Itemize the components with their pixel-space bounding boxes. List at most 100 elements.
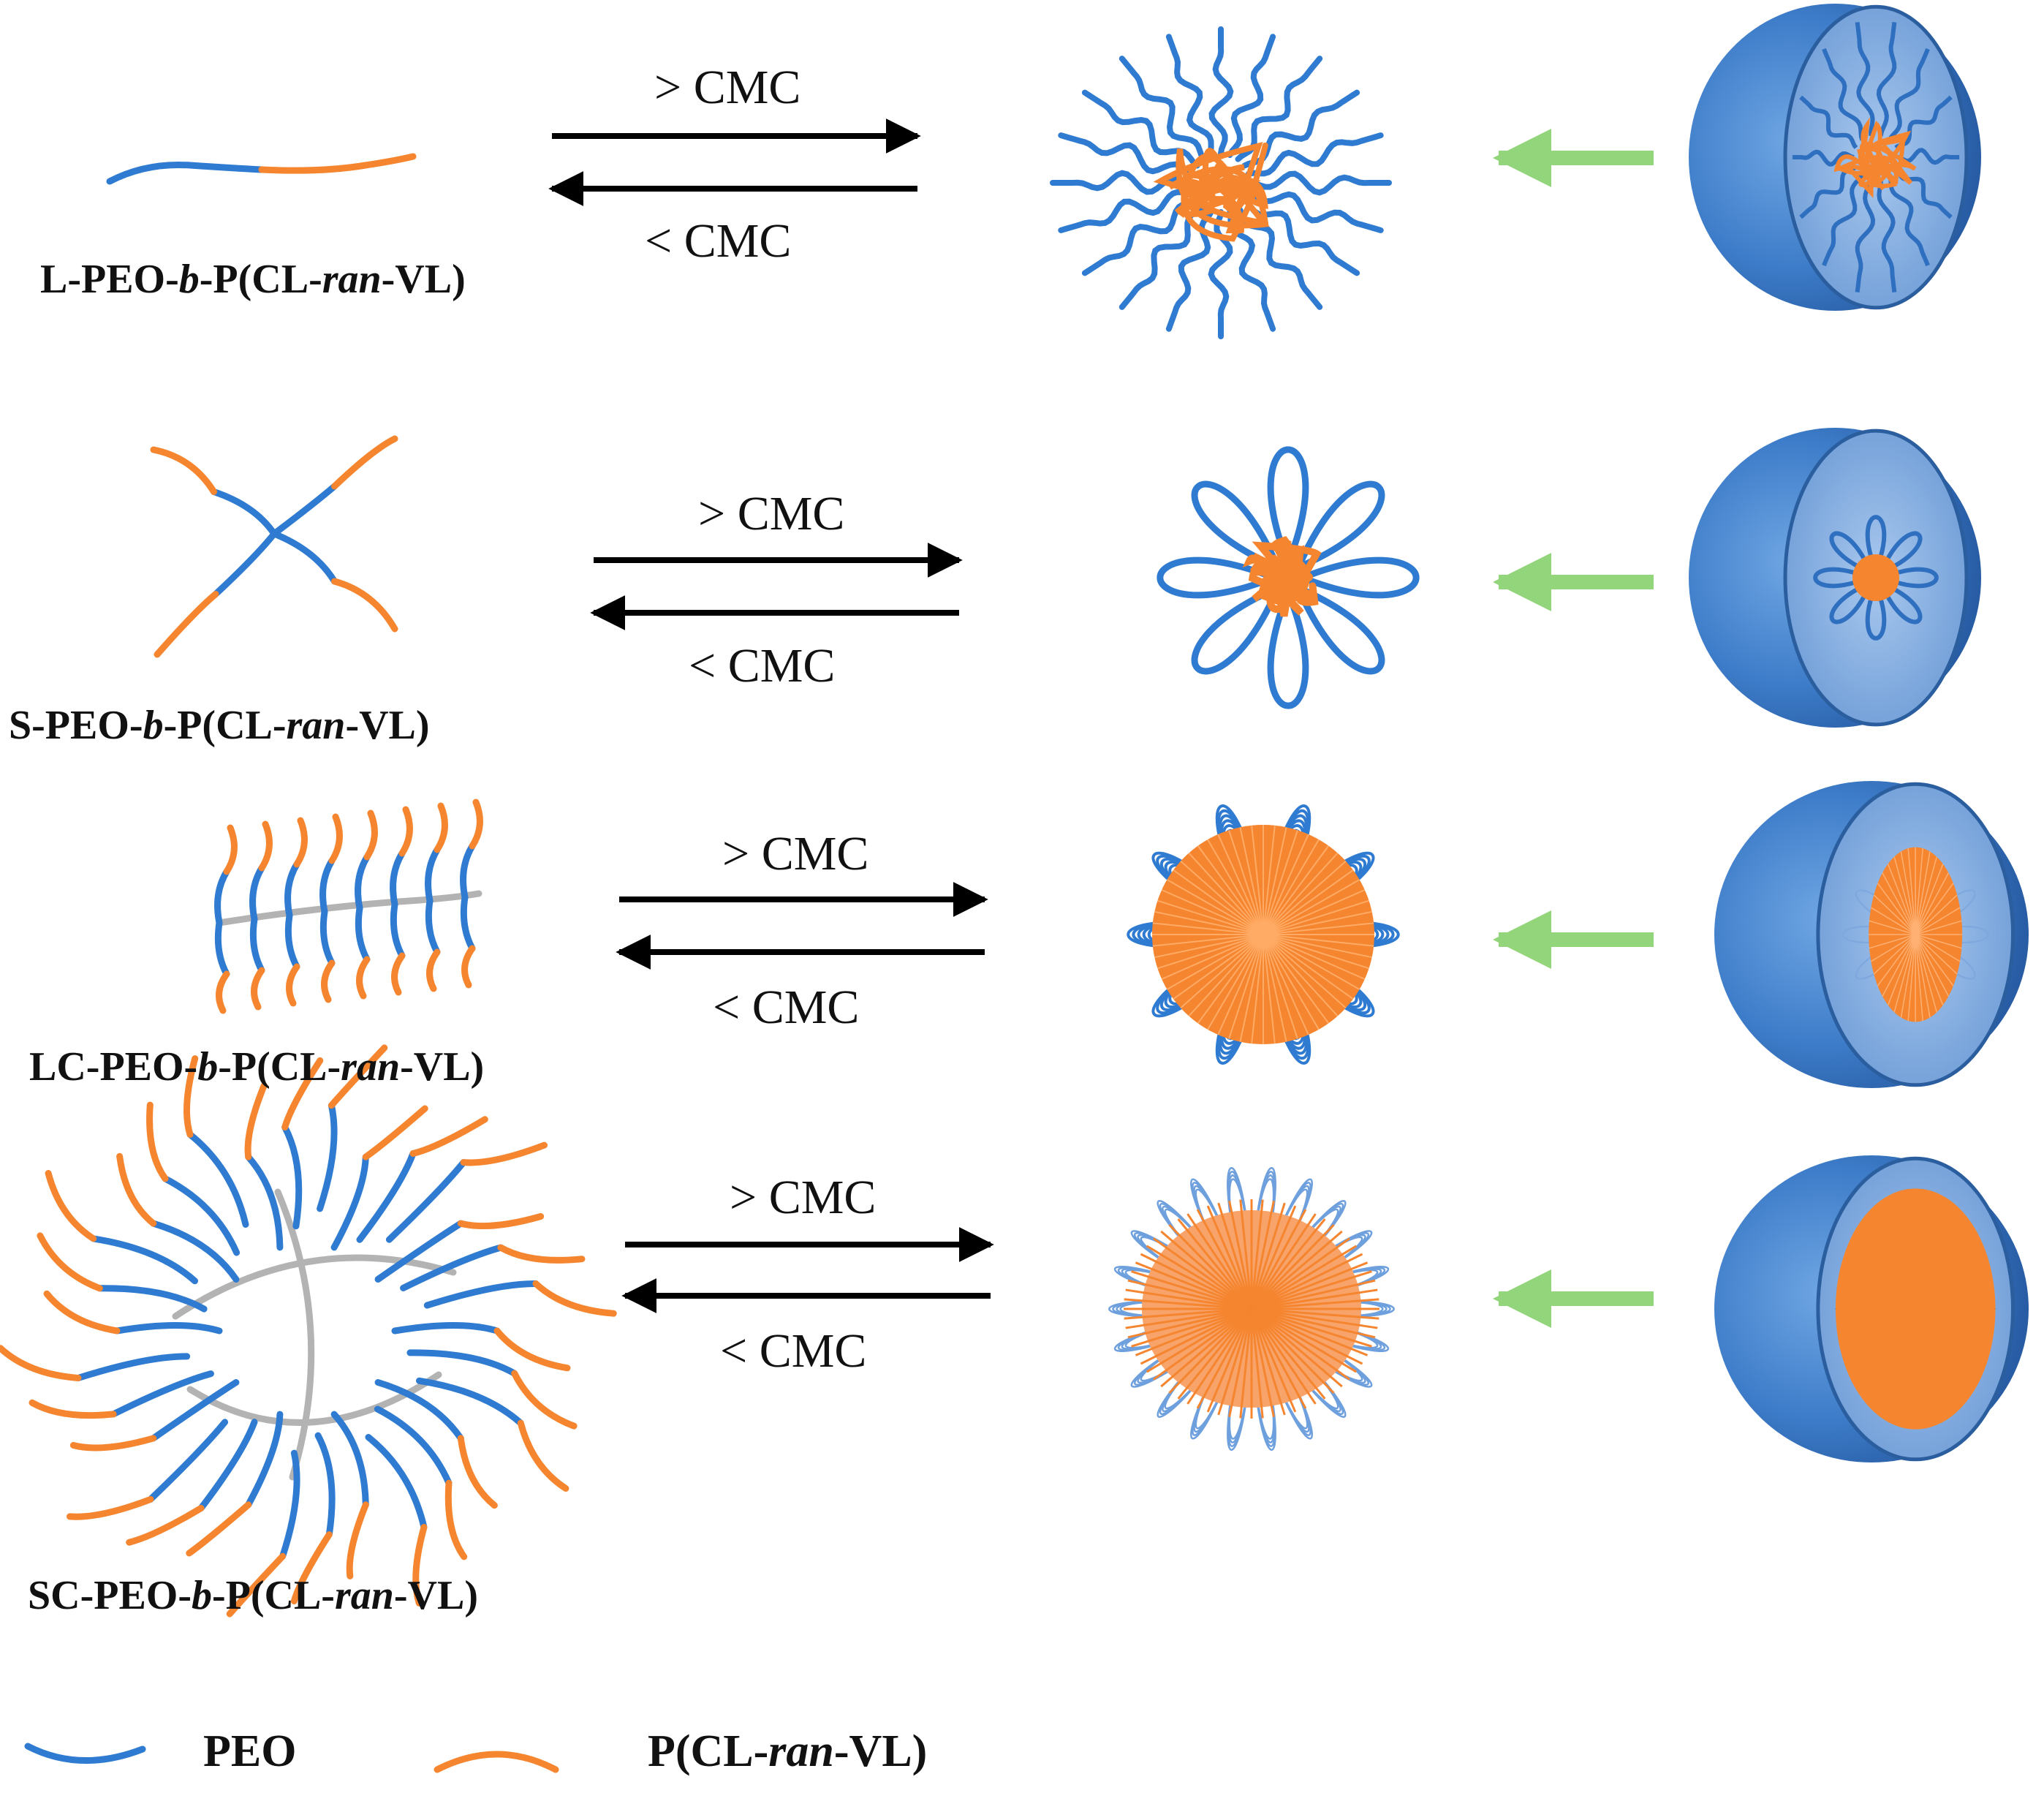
comb-branch xyxy=(249,820,273,1011)
star-comb-branch xyxy=(416,1377,569,1492)
branch-peo xyxy=(147,1419,229,1503)
core-ray xyxy=(1250,1200,1275,1310)
branch-pclvl xyxy=(426,948,441,992)
core-ray xyxy=(1140,1253,1252,1310)
core-ray xyxy=(1263,934,1366,980)
core-ray xyxy=(1166,934,1264,990)
core-ray xyxy=(1157,934,1264,970)
legend xyxy=(24,1743,559,1773)
core-ray xyxy=(1915,934,1944,1005)
branch-pclvl xyxy=(328,1044,388,1109)
star-comb-branch xyxy=(0,1345,191,1381)
core-ray xyxy=(1263,922,1374,935)
core-ray xyxy=(1251,1307,1343,1388)
branch-peo xyxy=(330,1153,369,1251)
branch-pclvl xyxy=(45,1170,97,1242)
flower-loop xyxy=(1191,480,1282,571)
star-comb-branch xyxy=(116,1152,240,1283)
core-ray xyxy=(1250,1308,1326,1400)
branch-peo xyxy=(284,861,300,919)
core-ray xyxy=(1186,1308,1253,1405)
branch-pclvl xyxy=(186,1501,252,1557)
corona-chain xyxy=(1118,56,1207,162)
core-ray xyxy=(1870,907,1916,935)
core-ray xyxy=(1250,1213,1317,1310)
corona-chain xyxy=(1822,173,1864,267)
core-ray xyxy=(1263,860,1347,935)
core-ray xyxy=(1153,1307,1252,1381)
core-ray xyxy=(1870,934,1916,962)
copolymer-name-3: LC-PEO-b-P(CL-ran-VL) xyxy=(29,1044,485,1090)
core-ray xyxy=(1250,1224,1335,1310)
cutaway-sphere-2 xyxy=(1689,428,1981,728)
branch-peo xyxy=(416,1377,524,1427)
star-comb-branch xyxy=(385,1141,548,1243)
core-ray xyxy=(1188,934,1264,1017)
star-copolymer xyxy=(150,435,398,658)
above-cmc-label-2: > CMC xyxy=(698,487,845,540)
branch-peo xyxy=(284,912,300,970)
core-ray xyxy=(1177,1218,1253,1310)
flower-loop xyxy=(1879,581,1923,624)
branch-peo xyxy=(279,1449,300,1560)
core-ray xyxy=(1250,1308,1307,1409)
branch-peo xyxy=(374,1405,453,1487)
star-arm-peo xyxy=(270,483,338,537)
branch-pclvl xyxy=(293,817,308,868)
branch-pclvl xyxy=(457,1213,545,1230)
corona-chain xyxy=(1208,209,1233,339)
corona-chain xyxy=(1208,26,1234,156)
star-comb-copolymer xyxy=(0,1044,617,1618)
copolymer-name-4: SC-PEO-b-P(CL-ran-VL) xyxy=(28,1573,478,1618)
core-ray xyxy=(1146,1307,1252,1373)
star-comb-branch xyxy=(406,1349,578,1430)
flower-loop xyxy=(1829,581,1873,624)
core-ray xyxy=(1915,934,1937,1013)
corona-chain xyxy=(1855,22,1875,136)
core-ray xyxy=(1251,1307,1372,1348)
core-ray xyxy=(1882,872,1916,935)
comb-branch xyxy=(214,824,238,1014)
core-ray xyxy=(1900,851,1916,935)
core-ray xyxy=(1263,845,1330,935)
core-ray xyxy=(1882,934,1916,997)
linear-copolymer-chain xyxy=(106,153,417,185)
core-ray xyxy=(1250,1307,1335,1394)
core-ray xyxy=(1251,825,1264,935)
core-ray xyxy=(1131,1307,1252,1348)
branch-pclvl xyxy=(43,1290,121,1335)
core-ray xyxy=(1251,1307,1358,1373)
branch-pclvl xyxy=(346,1501,369,1579)
copolymer-name-2: S-PEO-b-P(CL-ran-VL) xyxy=(9,703,430,748)
core xyxy=(1833,117,1917,198)
core-ray xyxy=(1180,860,1264,935)
flower-loop xyxy=(1267,446,1309,567)
branch-pclvl xyxy=(511,1370,578,1430)
core-ray xyxy=(1263,934,1309,1035)
star-comb-branch xyxy=(374,1405,468,1560)
flower-loop xyxy=(1267,589,1309,709)
branch-pclvl xyxy=(493,1327,571,1372)
core-ray xyxy=(1161,934,1264,980)
star-comb-branch xyxy=(317,1044,388,1212)
core-ray xyxy=(1893,856,1916,935)
legend-swatch-peo xyxy=(24,1743,146,1764)
core-ray xyxy=(1915,848,1923,935)
branch-pclvl xyxy=(517,1419,569,1492)
core-ray xyxy=(1877,934,1916,986)
branch-pclvl xyxy=(258,820,273,872)
core-ray xyxy=(1263,934,1320,1030)
corona-chain xyxy=(1799,95,1858,149)
branch-peo xyxy=(425,897,441,956)
corona-chain xyxy=(1887,173,1930,267)
core-ray xyxy=(1263,910,1372,935)
branch-peo xyxy=(214,868,230,926)
core-ray xyxy=(1251,934,1264,1044)
branch-peo xyxy=(319,857,336,916)
core-ray xyxy=(1251,1298,1379,1310)
core-ray xyxy=(1887,934,1916,1005)
branch-peo xyxy=(355,905,371,963)
core-ray xyxy=(1197,934,1264,1024)
core-ray xyxy=(1250,1209,1307,1310)
